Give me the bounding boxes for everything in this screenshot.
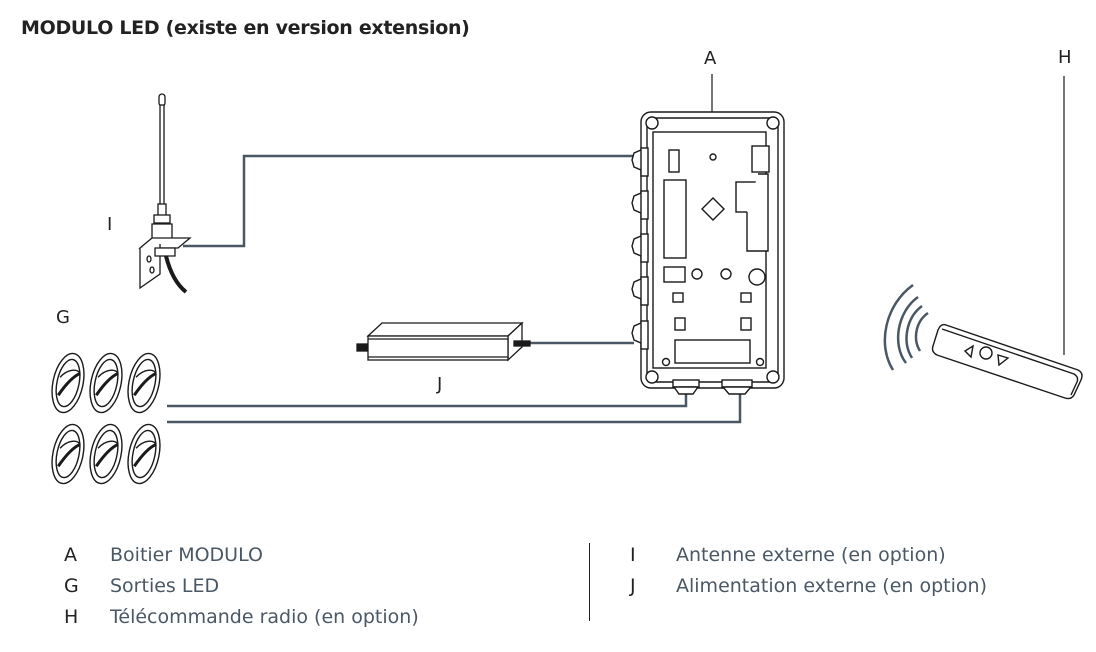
callout-g: G (56, 307, 70, 328)
cable-glands-left (631, 147, 649, 350)
legend-item-j: J Alimentation externe (en option) (630, 570, 987, 601)
legend-item-g: G Sorties LED (64, 570, 419, 601)
radio-waves-icon (883, 283, 929, 371)
wiring-diagram: A H I G J (51, 47, 1083, 485)
control-box-icon (631, 111, 785, 395)
wires (167, 154, 742, 424)
legend-item-a: A Boitier MODULO (64, 539, 419, 570)
callout-a: A (704, 48, 717, 69)
led-spot-icon (89, 352, 123, 414)
callout-i: I (107, 214, 112, 235)
legend-text: Sorties LED (110, 574, 220, 597)
legend-key: G (64, 574, 79, 597)
wire-led-bottom-to-box (167, 394, 742, 424)
led-spot-icon (89, 423, 123, 485)
legend-key: A (64, 543, 77, 566)
legend-right: I Antenne externe (en option) J Alimenta… (630, 539, 987, 601)
legend-text: Boitier MODULO (110, 543, 263, 566)
legend-divider (589, 543, 590, 621)
legend-item-h: H Télécommande radio (en option) (64, 601, 419, 632)
antenna-icon (138, 93, 192, 294)
legend-key: H (64, 605, 79, 628)
legend-item-i: I Antenne externe (en option) (630, 539, 987, 570)
led-spot-icon (127, 352, 161, 414)
legend-text: Alimentation externe (en option) (676, 574, 987, 597)
legend-text: Antenne externe (en option) (676, 543, 946, 566)
legend-key: J (630, 574, 636, 597)
wire-antenna-to-box (183, 154, 634, 248)
diagram-title: MODULO LED (existe en version extension) (21, 17, 470, 39)
legend-left: A Boitier MODULO G Sorties LED H Télécom… (64, 539, 419, 632)
callout-h: H (1058, 47, 1072, 68)
cable-glands-bottom (672, 379, 753, 395)
led-spots (51, 352, 161, 485)
wire-led-top-to-box (167, 394, 688, 408)
led-spot-icon (51, 423, 85, 485)
remote-control-icon (883, 283, 1083, 400)
led-spot-icon (127, 423, 161, 485)
led-spot-icon (51, 352, 85, 414)
power-supply-icon (356, 321, 531, 362)
legend-key: I (630, 543, 636, 566)
callout-j: J (436, 374, 442, 395)
legend-text: Télécommande radio (en option) (110, 605, 419, 628)
